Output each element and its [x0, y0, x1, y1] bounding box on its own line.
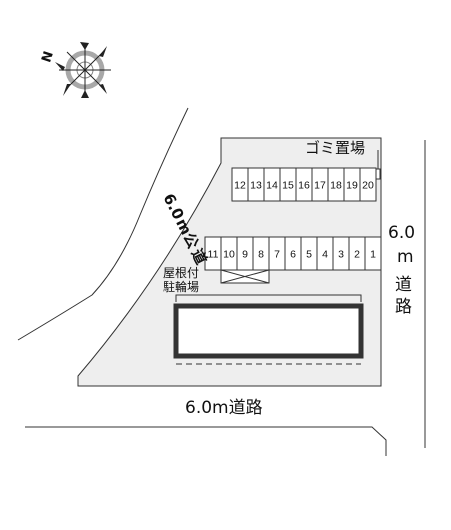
parking-space-number: 9 — [242, 249, 248, 261]
right-road-width: 6.0 — [388, 223, 415, 243]
parking-space-number: 2 — [354, 249, 360, 261]
parking-space-number: 5 — [306, 249, 312, 261]
park-road-unit: m — [172, 216, 195, 238]
parking-space-number: 7 — [274, 249, 280, 261]
compass-north-label: N — [39, 49, 57, 64]
parking-space-number: 12 — [234, 180, 246, 192]
parking-space-number: 14 — [266, 180, 278, 192]
parking-space-number: 13 — [250, 180, 262, 192]
parking-space-number: 4 — [322, 249, 328, 261]
right-road-kanji-2: 路 — [395, 297, 412, 317]
park-road-kanji-2: 道 — [188, 246, 211, 268]
bottom-road-label: 6.0m道路 — [185, 398, 263, 418]
parking-space-number: 17 — [314, 180, 326, 192]
right-road-kanji-1: 道 — [395, 275, 412, 295]
garbage-area-marker — [375, 168, 381, 180]
parking-space-number: 10 — [223, 249, 235, 261]
park-road-kanji-1: 公 — [179, 230, 202, 252]
parking-space-number: 18 — [330, 180, 342, 192]
bike-parking-label-line2: 駐輪場 — [163, 279, 199, 294]
parking-space-number: 15 — [282, 180, 294, 192]
building-outline-top — [175, 294, 362, 302]
compass-rose-icon — [55, 42, 111, 98]
bottom-road-edge-lower — [25, 426, 387, 456]
building — [173, 303, 364, 359]
parking-row-top: 12 13 14 15 16 17 18 19 20 — [231, 167, 377, 202]
parking-space-number: 6 — [290, 249, 296, 261]
garbage-area-label: ゴミ置場 — [305, 139, 365, 157]
right-road-unit: m — [397, 247, 414, 267]
parking-space-number: 8 — [258, 249, 264, 261]
park-road-edge-left — [17, 107, 189, 341]
parking-space-number: 19 — [346, 180, 358, 192]
bike-parking-label-line1: 屋根付 — [163, 266, 199, 280]
parking-space-number: 3 — [338, 249, 344, 261]
parking-space-number: 11 — [208, 249, 219, 261]
parking-space-number: 20 — [362, 180, 374, 192]
parking-space-number: 16 — [298, 180, 310, 192]
parking-space-number: 1 — [370, 249, 376, 261]
